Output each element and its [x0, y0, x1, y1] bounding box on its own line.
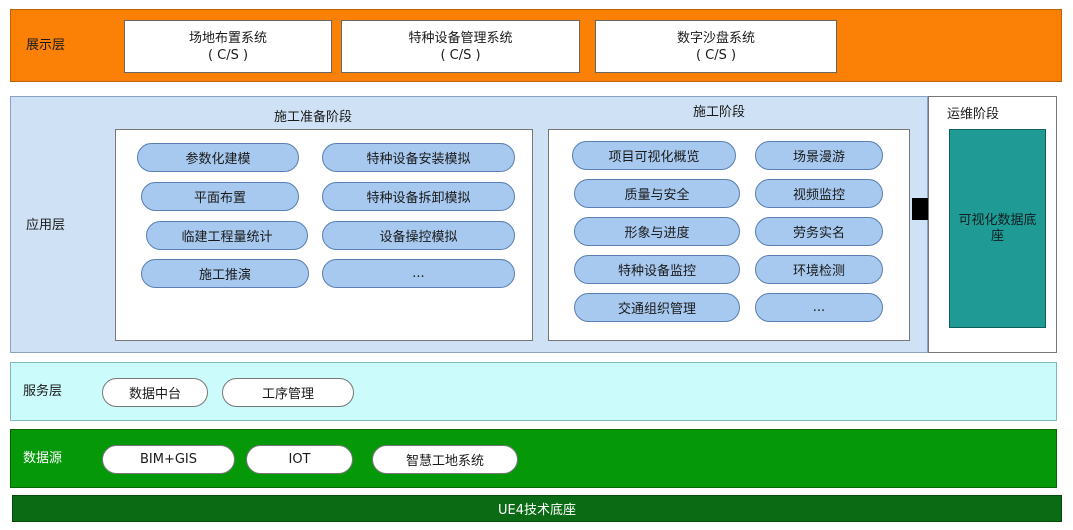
data-source-item[interactable]: IOT	[246, 445, 353, 474]
ue4-base-layer: UE4技术底座	[12, 495, 1062, 522]
service-layer-label: 服务层	[23, 384, 63, 399]
prep-item[interactable]: 设备操控模拟	[322, 221, 515, 250]
prep-phase-box: 参数化建模 平面布置 临建工程量统计 施工推演 特种设备安装模拟 特种设备拆卸模…	[115, 129, 533, 341]
system-type: ( C/S )	[440, 47, 481, 63]
system-name: 数字沙盘系统	[676, 30, 755, 46]
system-type: ( C/S )	[207, 47, 249, 63]
prep-item[interactable]: 临建工程量统计	[146, 221, 308, 250]
service-item[interactable]: 数据中台	[102, 378, 208, 407]
system-type: ( C/S )	[695, 47, 737, 63]
application-layer-label: 应用层	[26, 218, 66, 233]
ops-phase-panel: 运维阶段 可视化数据底座	[928, 96, 1057, 353]
construction-item[interactable]: 质量与安全	[574, 179, 740, 208]
data-source-layer: 数据源 BIM+GIS IOT 智慧工地系统	[10, 429, 1057, 488]
prep-item[interactable]: 参数化建模	[137, 143, 299, 172]
construction-item[interactable]: 交通组织管理	[574, 293, 740, 322]
display-layer: 展示层 场地布置系统 ( C/S ) 特种设备管理系统 ( C/S ) 数字沙盘…	[10, 9, 1062, 82]
prep-item[interactable]: 平面布置	[141, 182, 299, 211]
construction-item[interactable]: 劳务实名	[755, 217, 883, 246]
display-layer-label: 展示层	[26, 38, 66, 53]
prep-item[interactable]: 施工推演	[141, 259, 309, 288]
service-item[interactable]: 工序管理	[222, 378, 354, 407]
construction-item[interactable]: 环境检测	[755, 255, 883, 284]
construction-item[interactable]: 视频监控	[755, 179, 883, 208]
system-site-layout[interactable]: 场地布置系统 ( C/S )	[124, 20, 332, 73]
system-name: 场地布置系统	[188, 30, 267, 46]
visual-data-base-block[interactable]: 可视化数据底座	[949, 129, 1046, 328]
ops-phase-title: 运维阶段	[947, 107, 1000, 122]
construction-item[interactable]: 场景漫游	[755, 141, 883, 170]
construction-item-more[interactable]: ...	[755, 293, 883, 322]
ue4-base-label: UE4技术底座	[497, 503, 576, 518]
prep-phase-title: 施工准备阶段	[274, 110, 353, 125]
prep-item[interactable]: 特种设备拆卸模拟	[322, 182, 515, 211]
system-digital-sandbox[interactable]: 数字沙盘系统 ( C/S )	[595, 20, 837, 73]
prep-item-more[interactable]: ...	[322, 259, 515, 288]
application-layer: 应用层 施工准备阶段 参数化建模 平面布置 临建工程量统计 施工推演 特种设备安…	[10, 96, 928, 353]
service-layer: 服务层 数据中台 工序管理	[10, 362, 1057, 421]
construction-item[interactable]: 项目可视化概览	[572, 141, 736, 170]
construction-phase-title: 施工阶段	[693, 105, 746, 120]
system-name: 特种设备管理系统	[408, 30, 513, 46]
data-source-item[interactable]: BIM+GIS	[102, 445, 235, 474]
prep-item[interactable]: 特种设备安装模拟	[322, 143, 515, 172]
data-source-layer-label: 数据源	[23, 451, 63, 466]
construction-phase-box: 项目可视化概览 质量与安全 形象与进度 特种设备监控 交通组织管理 场景漫游 视…	[548, 129, 910, 341]
data-source-item[interactable]: 智慧工地系统	[372, 445, 518, 474]
construction-item[interactable]: 特种设备监控	[574, 255, 740, 284]
construction-item[interactable]: 形象与进度	[574, 217, 740, 246]
system-special-equipment[interactable]: 特种设备管理系统 ( C/S )	[341, 20, 580, 73]
